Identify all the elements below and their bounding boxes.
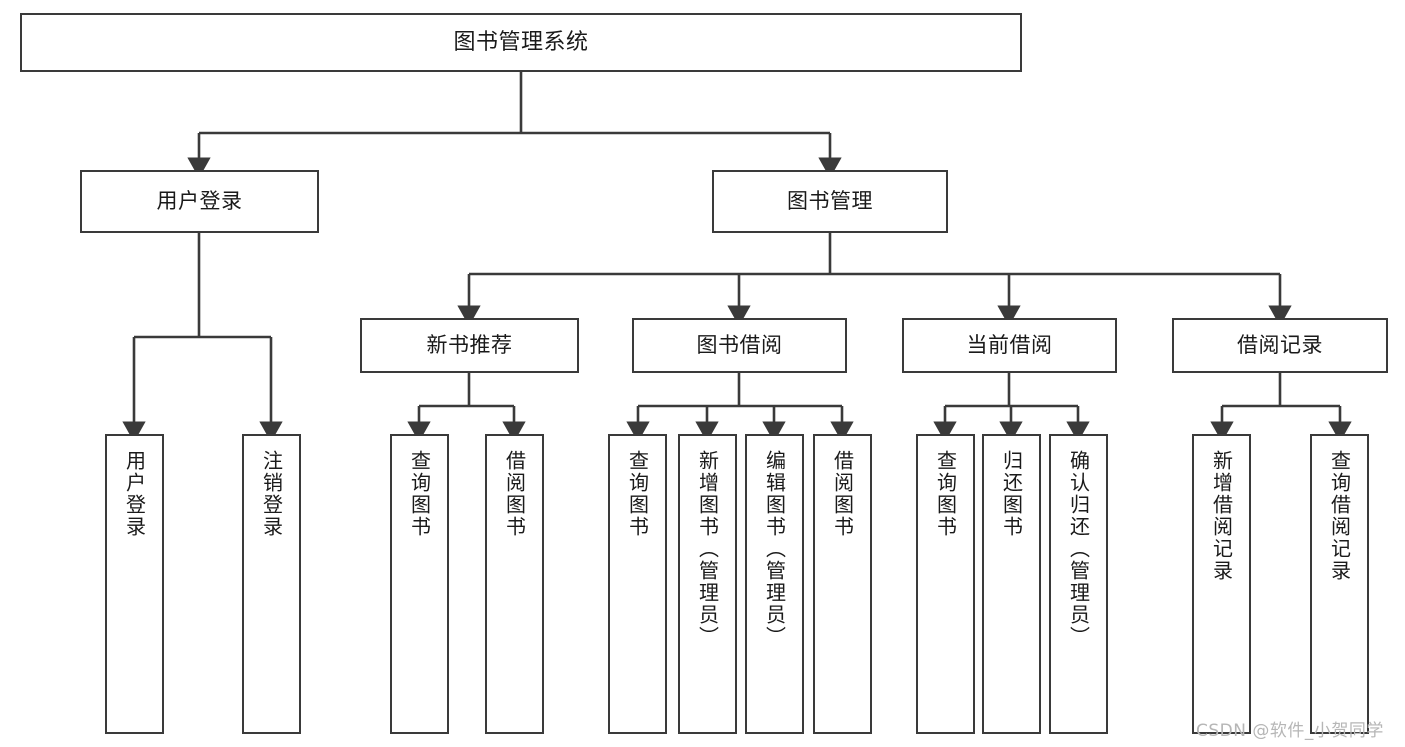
leaf-borrow-book[interactable]: 借阅图书 — [813, 434, 872, 734]
node-label: 查询图书 — [933, 450, 958, 538]
node-label: 查询图书 — [625, 450, 650, 538]
leaf-add-book-admin[interactable]: 新增图书（管理员） — [678, 434, 737, 734]
node-label: 当前借阅 — [966, 333, 1053, 358]
leaf-confirm-return-admin[interactable]: 确认归还（管理员） — [1049, 434, 1108, 734]
node-label: 借阅记录 — [1237, 333, 1323, 358]
leaf-borrow-book-recommendation[interactable]: 借阅图书 — [485, 434, 544, 734]
node-user-login[interactable]: 用户登录 — [80, 170, 319, 233]
leaf-logout[interactable]: 注销登录 — [242, 434, 301, 734]
node-label: 用户登录 — [156, 189, 243, 214]
leaf-query-borrow-record[interactable]: 查询借阅记录 — [1310, 434, 1369, 734]
node-label: 图书借阅 — [696, 333, 783, 358]
node-label: 注销登录 — [259, 450, 284, 538]
leaf-query-book-recommendation[interactable]: 查询图书 — [390, 434, 449, 734]
node-label: 新书推荐 — [426, 333, 513, 358]
node-root-system[interactable]: 图书管理系统 — [20, 13, 1022, 72]
node-book-manage[interactable]: 图书管理 — [712, 170, 948, 233]
leaf-edit-book-admin[interactable]: 编辑图书（管理员） — [745, 434, 804, 734]
leaf-query-book-current[interactable]: 查询图书 — [916, 434, 975, 734]
node-label: 归还图书 — [999, 450, 1024, 538]
node-label: 用户登录 — [122, 450, 147, 538]
csdn-watermark: CSDN @软件_小贺同学 — [1196, 721, 1384, 741]
node-label: 图书管理系统 — [453, 29, 589, 55]
node-label: 借阅图书 — [830, 450, 855, 538]
node-label: 查询借阅记录 — [1327, 450, 1352, 582]
node-label: 确认归还（管理员） — [1066, 450, 1091, 648]
node-label: 编辑图书（管理员） — [762, 450, 787, 648]
node-current-borrow[interactable]: 当前借阅 — [902, 318, 1117, 373]
node-label: 新增借阅记录 — [1209, 450, 1234, 582]
node-label: 借阅图书 — [502, 450, 527, 538]
node-borrow-record[interactable]: 借阅记录 — [1172, 318, 1388, 373]
node-book-borrow[interactable]: 图书借阅 — [632, 318, 847, 373]
leaf-add-borrow-record[interactable]: 新增借阅记录 — [1192, 434, 1251, 734]
node-label: 新增图书（管理员） — [695, 450, 720, 648]
node-new-book-recommendation[interactable]: 新书推荐 — [360, 318, 579, 373]
node-label: 图书管理 — [787, 189, 873, 214]
leaf-user-login[interactable]: 用户登录 — [105, 434, 164, 734]
node-label: 查询图书 — [407, 450, 432, 538]
leaf-return-book[interactable]: 归还图书 — [982, 434, 1041, 734]
leaf-query-book-borrow[interactable]: 查询图书 — [608, 434, 667, 734]
